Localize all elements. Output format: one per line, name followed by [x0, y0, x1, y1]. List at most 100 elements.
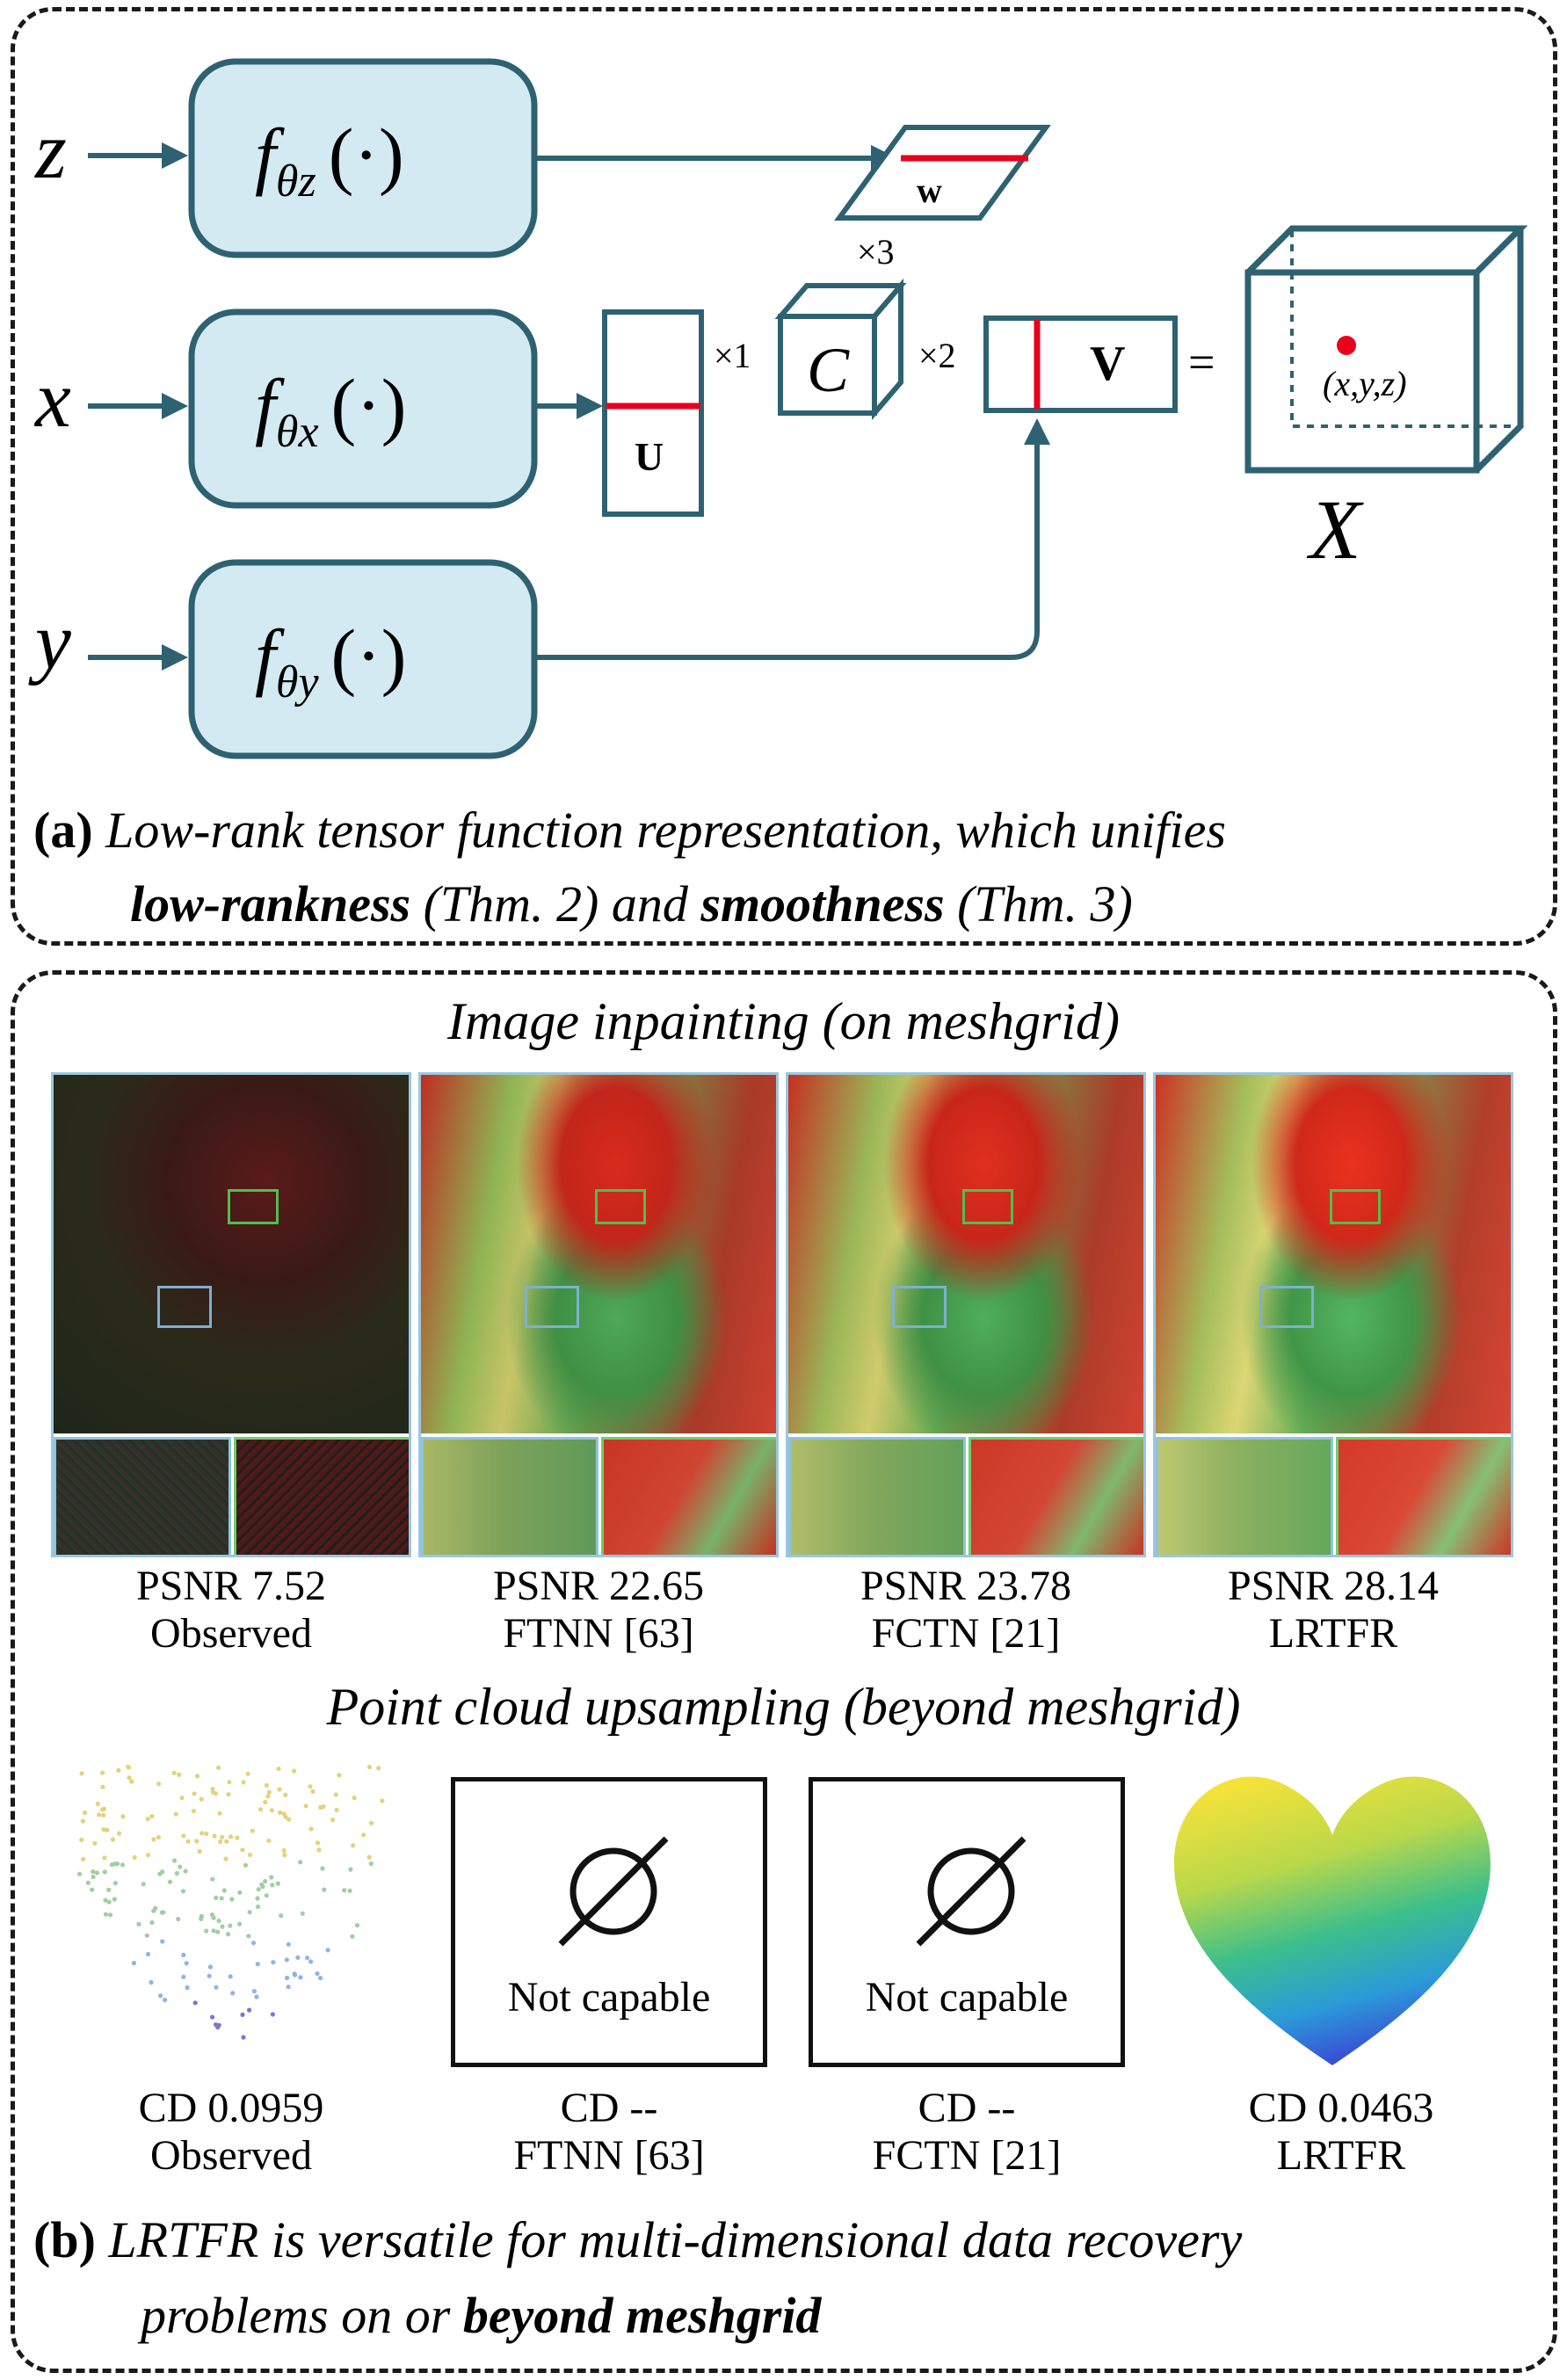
point-cloud-dot: [241, 2035, 246, 2040]
point-cloud-dot: [120, 1862, 126, 1868]
point-cloud-dot: [271, 1960, 276, 1965]
point-cloud-dot: [279, 1913, 284, 1919]
factor-v: [983, 316, 1178, 413]
point-cloud-dot: [181, 1833, 186, 1839]
point-cloud-dot: [266, 1838, 272, 1843]
caption-b-line2: problems on or beyond meshgrid: [141, 2278, 821, 2354]
method-lrtfr: LRTFR: [1268, 1610, 1398, 1657]
point-cloud-dot: [277, 1787, 282, 1792]
point-cloud-dot: [220, 1924, 225, 1929]
point-cloud-dot: [300, 1911, 305, 1916]
point-cloud-dot: [250, 1941, 257, 1946]
point-cloud-dot: [321, 1804, 326, 1810]
inpainting-image-ftnn: [418, 1072, 779, 1557]
point-cloud-dot: [207, 1973, 212, 1978]
cd-ftnn: CD --: [560, 2085, 658, 2131]
pointcloud-observed-image: [76, 1764, 385, 2040]
factor-w-label: w: [917, 171, 942, 210]
point-cloud-dot: [85, 1880, 91, 1885]
point-cloud-dot: [194, 1774, 200, 1779]
point-cloud-dot: [212, 1833, 217, 1839]
point-cloud-dot: [136, 1921, 141, 1926]
point-cloud-dot: [215, 1929, 221, 1934]
point-cloud-dot: [90, 1887, 95, 1892]
pointcloud-metric-fctn: CD --FCTN [21]: [782, 2085, 1151, 2180]
point-cloud-dot: [315, 1840, 321, 1846]
caption-b-line1: (b) LRTFR is versatile for multi-dimensi…: [33, 2202, 1242, 2278]
point-cloud-dot: [180, 1889, 186, 1894]
method-fctn: FCTN [21]: [871, 1610, 1061, 1657]
point-cloud-dot: [217, 1810, 222, 1816]
point-cloud-dot: [263, 1879, 268, 1884]
caption-a-label: (a): [33, 802, 93, 859]
point-cloud-dot: [100, 1784, 105, 1789]
point-cloud-dot: [105, 1827, 110, 1832]
point-cloud-dot: [160, 1939, 165, 1944]
point-cloud-dot: [185, 1985, 190, 1991]
point-cloud-dot: [255, 1962, 260, 1967]
point-cloud-dot: [330, 1818, 336, 1823]
point-cloud-dot: [171, 1770, 177, 1775]
point-cloud-dot: [100, 1770, 105, 1775]
point-cloud-dot: [240, 2012, 245, 2017]
point-cloud-dot: [219, 1896, 224, 1901]
point-cloud-dot: [174, 1870, 179, 1876]
point-cloud-dot: [210, 1789, 215, 1795]
point-cloud-dot: [176, 1916, 181, 1922]
point-cloud-dot: [283, 1814, 288, 1819]
point-cloud-dot: [256, 1904, 261, 1910]
point-cloud-dot: [265, 1794, 271, 1799]
point-cloud-dot: [325, 1948, 330, 1953]
point-cloud-dot: [116, 1767, 121, 1773]
point-cloud-dot: [361, 1832, 366, 1838]
mode3-product: ×3: [857, 232, 895, 272]
point-cloud-dot: [350, 1934, 355, 1939]
point-cloud-dot: [163, 1998, 168, 2003]
point-cloud-dot: [251, 1989, 257, 1994]
point-cloud-dot: [315, 1971, 320, 1977]
point-cloud-dot: [368, 1861, 374, 1867]
point-cloud-dot: [305, 1956, 310, 1961]
inpainting-image-fctn: [786, 1072, 1146, 1557]
factor-v-label: V: [1090, 337, 1125, 391]
method-ftnn-pc: FTNN [63]: [513, 2132, 705, 2179]
point-cloud-dot: [214, 1985, 219, 1990]
core-label: C: [807, 335, 850, 405]
point-cloud-dot: [226, 1792, 231, 1797]
point-cloud-dot: [351, 1843, 356, 1848]
input-x: x: [33, 354, 71, 444]
point-cloud-dot: [266, 1789, 272, 1795]
point-cloud-dot: [334, 1807, 339, 1813]
point-cloud-dot: [308, 1784, 313, 1789]
factor-u: [602, 309, 704, 517]
point-cloud-dot: [79, 1837, 84, 1842]
inpainting-image-lrtfr: [1153, 1072, 1513, 1557]
point-cloud-dot: [103, 1912, 108, 1917]
point-cloud-dot: [94, 1870, 99, 1876]
point-cloud-dot: [129, 1779, 134, 1784]
point-cloud-dot: [352, 1796, 357, 1801]
point-cloud-dot: [149, 1980, 154, 1985]
point-cloud-dot: [216, 2022, 221, 2028]
panel-b: [11, 970, 1557, 2373]
method-lrtfr-pc: LRTFR: [1276, 2132, 1406, 2179]
point-cloud-dot: [230, 1991, 236, 1996]
input-y: y: [28, 596, 71, 686]
psnr-ftnn: PSNR 22.65: [492, 1563, 705, 1609]
point-cloud-dot: [220, 1834, 225, 1839]
point-cloud-dot: [380, 1798, 385, 1803]
point-cloud-dot: [92, 1840, 98, 1846]
point-cloud-dot: [348, 1867, 353, 1872]
point-cloud-dot: [207, 1964, 213, 1970]
point-cloud-dot: [255, 1896, 260, 1901]
point-cloud-dot: [282, 1853, 287, 1858]
method-observed: Observed: [150, 1610, 312, 1657]
point-cloud-dot: [295, 1955, 301, 1960]
point-cloud-dot: [185, 1839, 191, 1844]
point-cloud-dot: [243, 1862, 249, 1868]
point-cloud-dot: [97, 1812, 102, 1818]
